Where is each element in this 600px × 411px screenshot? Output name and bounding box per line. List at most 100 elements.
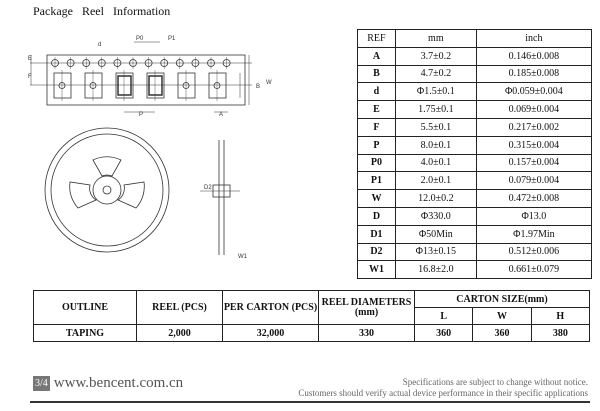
cell-ref: d	[357, 82, 396, 102]
cell-w: 360	[472, 324, 532, 342]
cell-reel-diam: 330	[318, 324, 415, 342]
cell-ref: D2	[357, 242, 396, 262]
pocket	[208, 72, 227, 99]
label-w: W	[266, 80, 272, 86]
cell-mm: 2.0±0.1	[394, 171, 477, 191]
cell-mm: Φ1.5±0.1	[394, 82, 477, 102]
cell-inch: Φ1.97Min	[475, 224, 593, 244]
col-ref: REF	[357, 29, 396, 48]
label-p: P	[139, 112, 143, 118]
cell-mm: 4.7±0.2	[394, 64, 477, 84]
carrier-tape-drawing	[30, 41, 252, 113]
cell-inch: 0.157±0.004	[475, 153, 593, 173]
cell-inch: 0.661±0.079	[475, 260, 593, 280]
cell-mm: Φ13±0.15	[394, 242, 477, 262]
cell-inch: 0.512±0.006	[475, 242, 593, 262]
cell-mm: 3.7±0.2	[394, 46, 477, 66]
cell-inch: Φ13.0	[475, 206, 593, 226]
cell-mm: Φ330.0	[394, 206, 477, 226]
label-a: A	[219, 112, 223, 118]
website-link[interactable]: www.bencent.com.cn	[53, 375, 184, 391]
cell-mm: 1.75±0.1	[394, 100, 477, 119]
hdr-per-carton: PER CARTON (PCS)	[222, 290, 319, 325]
pocket	[115, 72, 134, 99]
hdr-w: W	[472, 307, 532, 325]
cell-ref: F	[357, 117, 396, 137]
cell-ref: P0	[357, 153, 396, 173]
cell-inch: Φ0.059±0.004	[475, 82, 593, 102]
cell-ref: D	[357, 206, 396, 226]
cell-ref: E	[357, 100, 396, 119]
cell-inch: 0.315±0.004	[475, 135, 593, 155]
cell-ref: P	[357, 135, 396, 155]
label-e: E	[28, 56, 32, 62]
cell-l: 360	[413, 324, 474, 342]
cell-ref: W1	[357, 260, 396, 280]
cell-mm: 5.5±0.1	[394, 117, 477, 137]
disclaimer: Specifications are subject to change wit…	[298, 377, 588, 399]
page-number: 3/4	[33, 376, 50, 391]
label-d: d	[98, 42, 101, 48]
pocket	[177, 72, 196, 99]
cell-inch: 0.185±0.008	[475, 64, 593, 84]
cell-mm: 12.0±0.2	[394, 189, 477, 208]
cell-h: 380	[530, 324, 591, 342]
cell-ref: W	[357, 189, 396, 208]
cell-reel: 2,000	[136, 324, 223, 342]
page-title: Package Reel Information	[33, 4, 171, 18]
cell-ref: A	[357, 46, 396, 66]
hdr-carton-size: CARTON SIZE(mm)	[414, 290, 590, 308]
cell-mm: Φ50Min	[394, 224, 477, 244]
table-row: TAPING 2,000 32,000 330 360 360 380	[33, 324, 591, 342]
cell-mm: 4.0±0.1	[394, 153, 477, 173]
cell-ref: P1	[357, 171, 396, 191]
packing-table: OUTLINE REEL (PCS) PER CARTON (PCS) REEL…	[33, 290, 591, 342]
reel-front-view	[44, 127, 170, 253]
label-d2: D2	[204, 185, 212, 191]
cell-inch: 0.472±0.008	[475, 189, 593, 208]
hdr-reel-diameters: REEL DIAMETERS (mm)	[318, 290, 415, 325]
hdr-l: L	[413, 307, 474, 325]
hdr-reel: REEL (PCS)	[136, 290, 223, 325]
cell-ref: B	[357, 64, 396, 84]
cell-inch: 0.079±0.004	[475, 171, 593, 191]
disclaimer-line-1: Specifications are subject to change wit…	[402, 377, 588, 387]
label-p1: P1	[168, 36, 176, 42]
pocket	[84, 72, 103, 99]
cell-ref: D1	[357, 224, 396, 244]
hdr-h: H	[530, 307, 591, 325]
disclaimer-line-2: Customers should verify actual device pe…	[298, 388, 588, 398]
tape-reel-drawing: d P0 P1 P A B W E F W1 D2	[28, 36, 272, 260]
reel-side-view	[200, 140, 240, 255]
cell-inch: 0.069±0.004	[475, 100, 593, 119]
pocket	[146, 72, 165, 99]
cell-mm: 16.8±2.0	[394, 260, 477, 280]
cell-per-carton: 32,000	[222, 324, 319, 342]
col-mm: mm	[394, 29, 477, 48]
cell-mm: 8.0±0.1	[394, 135, 477, 155]
component	[148, 75, 163, 96]
footer: 3/4 www.bencent.com.cn	[33, 375, 183, 392]
component	[117, 75, 132, 96]
col-inch: inch	[475, 29, 593, 48]
cell-outline: TAPING	[33, 324, 137, 342]
cell-inch: 0.146±0.008	[475, 46, 593, 66]
footer-rule	[30, 401, 590, 403]
hdr-outline: OUTLINE	[33, 290, 137, 325]
cell-inch: 0.217±0.002	[475, 117, 593, 137]
label-w1: W1	[238, 254, 248, 260]
